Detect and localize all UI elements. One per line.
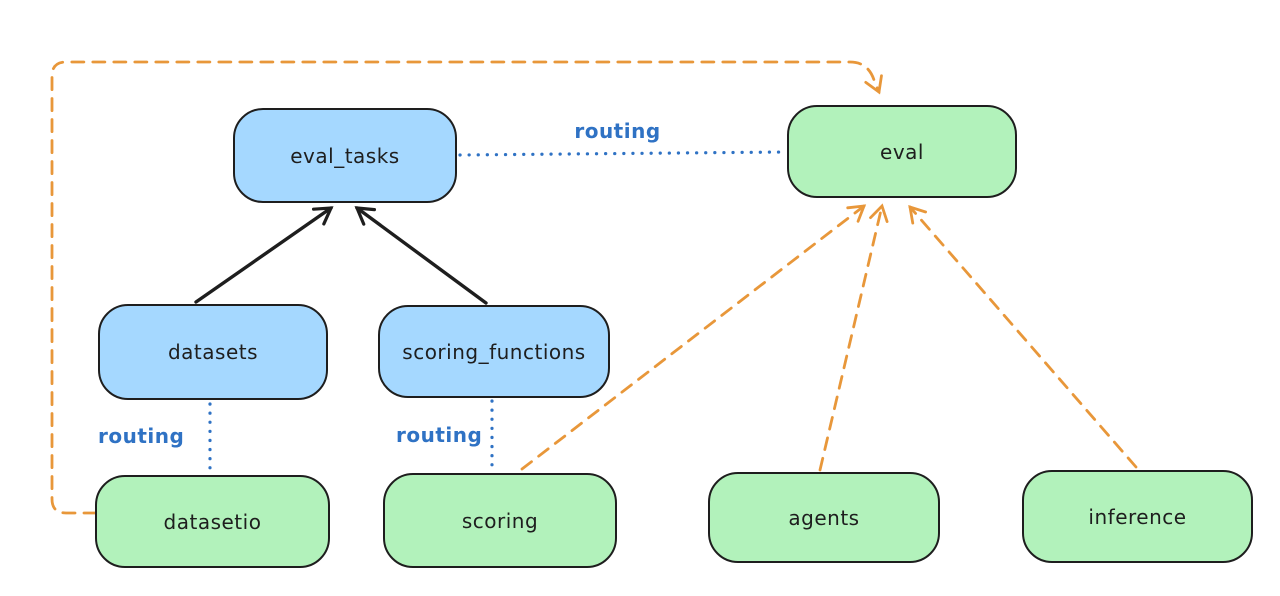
node-datasets-label: datasets	[167, 340, 259, 364]
edge-scoring-to-eval	[520, 204, 867, 471]
node-eval_tasks: eval_tasks	[233, 108, 457, 203]
node-inference: inference	[1022, 470, 1253, 563]
edge-label-routing-middle: routing	[396, 423, 483, 447]
node-datasetio: datasetio	[95, 475, 330, 568]
node-scoring_functions-label: scoring_functions	[402, 339, 586, 364]
edge-scoring_functions-to-eval_tasks	[354, 206, 488, 305]
edge-routing-eval_tasks-to-eval	[458, 150, 787, 157]
node-eval-label: eval	[880, 139, 924, 164]
edge-datasets-to-eval_tasks	[194, 206, 334, 304]
node-scoring_functions: scoring_functions	[378, 305, 610, 398]
node-scoring: scoring	[383, 473, 617, 568]
edge-datasetio-to-eval	[50, 60, 883, 515]
node-eval: eval	[787, 105, 1017, 198]
edge-inference-to-eval	[908, 204, 1138, 469]
node-inference-label: inference	[1088, 504, 1187, 529]
node-datasets: datasets	[98, 304, 328, 400]
node-datasetio-label: datasetio	[163, 509, 262, 534]
node-agents-label: agents	[788, 505, 860, 530]
edge-label-routing-left: routing	[98, 424, 185, 448]
edge-label-routing-top: routing	[574, 119, 661, 143]
edge-agents-to-eval	[818, 203, 889, 472]
node-eval_tasks-label: eval_tasks	[290, 143, 400, 168]
node-scoring-label: scoring	[461, 508, 539, 533]
node-agents: agents	[708, 472, 940, 563]
